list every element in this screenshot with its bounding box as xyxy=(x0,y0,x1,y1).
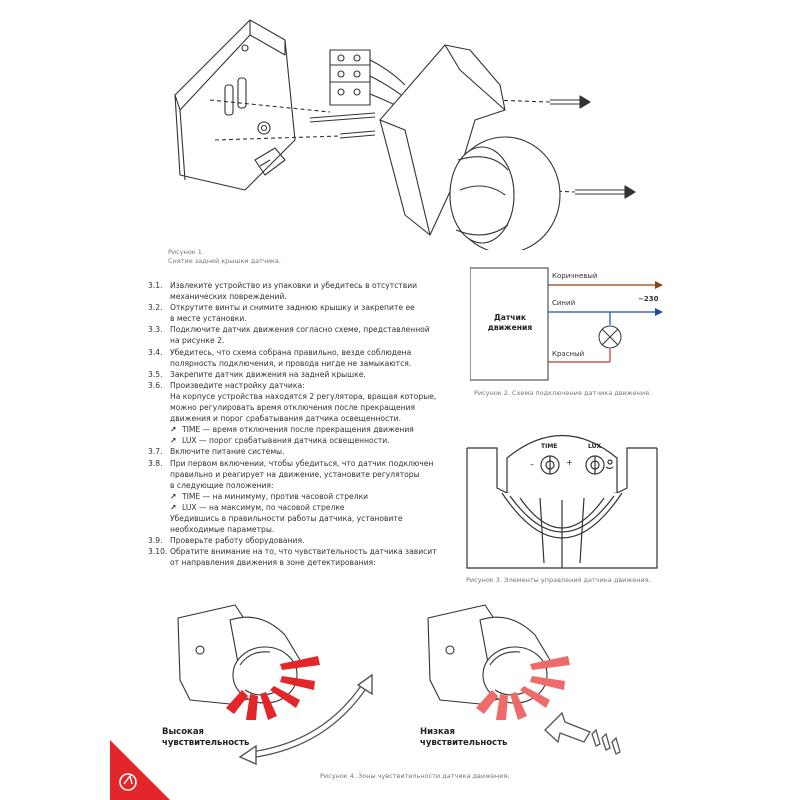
step-3-8-bullet-time: ↗TIME — на минимуму, против часовой стре… xyxy=(170,491,369,501)
step-3-6: 3.6.Произведите настройку датчика: xyxy=(148,380,305,390)
wire-red-label: Красный xyxy=(552,350,585,358)
wire-blue-label: Синий xyxy=(552,299,576,307)
step-3-5: 3.5.Закрепите датчик движения на задней … xyxy=(148,369,366,379)
step-3-1-cont: механических повреждений. xyxy=(170,292,287,302)
arrow-bullet-icon: ↗ xyxy=(170,425,177,435)
step-3-8-para4: необходимые параметры. xyxy=(170,525,275,535)
step-3-7: 3.7.Включите питание системы. xyxy=(148,447,285,457)
step-3-8-bullet-lux: ↗LUX — на максимум, по часовой стрелке xyxy=(170,502,345,512)
figure1-caption: Рисунок 1. Снятие задней крышки датчика. xyxy=(168,248,281,266)
figure4-sensitivity-illustration xyxy=(177,604,621,766)
lux-knob-label: LUX xyxy=(588,443,602,450)
step-3-8-para3: Убедившись в правильности работы датчика… xyxy=(170,513,403,523)
step-3-8-para2: в следующие положения: xyxy=(170,480,274,490)
time-minus-label: – xyxy=(530,460,534,469)
brand-logo-icon xyxy=(110,740,170,800)
step-3-10: 3.10.Обратите внимание на то, что чувств… xyxy=(148,547,437,557)
voltage-label: ~230 xyxy=(638,295,659,303)
figure3-controls-illustration xyxy=(466,434,658,569)
figure2-wiring-diagram xyxy=(470,267,663,381)
low-sensitivity-label: Низкая чувствительность xyxy=(420,727,508,748)
step-3-6-bullet-time: ↗TIME — время отключения после прекращен… xyxy=(170,425,414,435)
figure1-caption-title: Рисунок 1. xyxy=(168,248,204,256)
step-3-2-cont: в месте установки. xyxy=(170,314,247,324)
step-3-8: 3.8.При первом включении, чтобы убедитьс… xyxy=(148,458,434,468)
arrow-bullet-icon: ↗ xyxy=(170,436,177,446)
arrow-bullet-icon: ↗ xyxy=(170,491,177,501)
figure4-caption: Рисунок 4. Зоны чувствительности датчика… xyxy=(320,772,510,780)
wire-brown-label: Коричневый xyxy=(552,272,598,280)
step-3-6-para2: можно регулировать время отключения посл… xyxy=(170,403,416,413)
sensor-box-label: Датчик движения xyxy=(487,313,533,332)
time-knob-label: TIME xyxy=(541,443,558,450)
figure1-caption-text: Снятие задней крышки датчика. xyxy=(168,257,281,265)
step-3-8-para1: правильно и реагирует на движение, устан… xyxy=(170,469,420,479)
step-3-3: 3.3.Подключите датчик движения согласно … xyxy=(148,325,430,335)
step-3-4-cont: полярность подключения, и провода нигде … xyxy=(170,358,412,368)
arrow-bullet-icon: ↗ xyxy=(170,502,177,512)
step-3-10-cont: от направления движения в зоне детектиро… xyxy=(170,558,376,568)
step-3-6-bullet-lux: ↗LUX — порог срабатывания датчика освеще… xyxy=(170,436,390,446)
step-3-9: 3.9.Проверьте работу оборудования. xyxy=(148,536,305,546)
step-3-6-para1: На корпусе устройства находятся 2 регуля… xyxy=(170,391,437,401)
figure2-caption: Рисунок 2. Схема подключения датчика дви… xyxy=(474,389,652,397)
step-3-3-cont: на рисунке 2. xyxy=(170,336,225,346)
step-3-2: 3.2.Открутите винты и снимите заднюю кры… xyxy=(148,303,415,313)
time-plus-label: + xyxy=(566,458,573,467)
installation-steps: 3.1.Извлеките устройство из упаковки и у… xyxy=(148,280,448,568)
step-3-6-para3: движения и порог срабатывания датчика ос… xyxy=(170,414,402,424)
high-sensitivity-label: Высокая чувствительность xyxy=(162,727,250,748)
figure3-caption: Рисунок 3. Элементы управления датчика д… xyxy=(466,576,651,584)
figure1-illustration xyxy=(174,19,636,250)
step-3-4: 3.4.Убедитесь, что схема собрана правиль… xyxy=(148,347,412,357)
step-3-1: 3.1.Извлеките устройство из упаковки и у… xyxy=(148,281,418,290)
